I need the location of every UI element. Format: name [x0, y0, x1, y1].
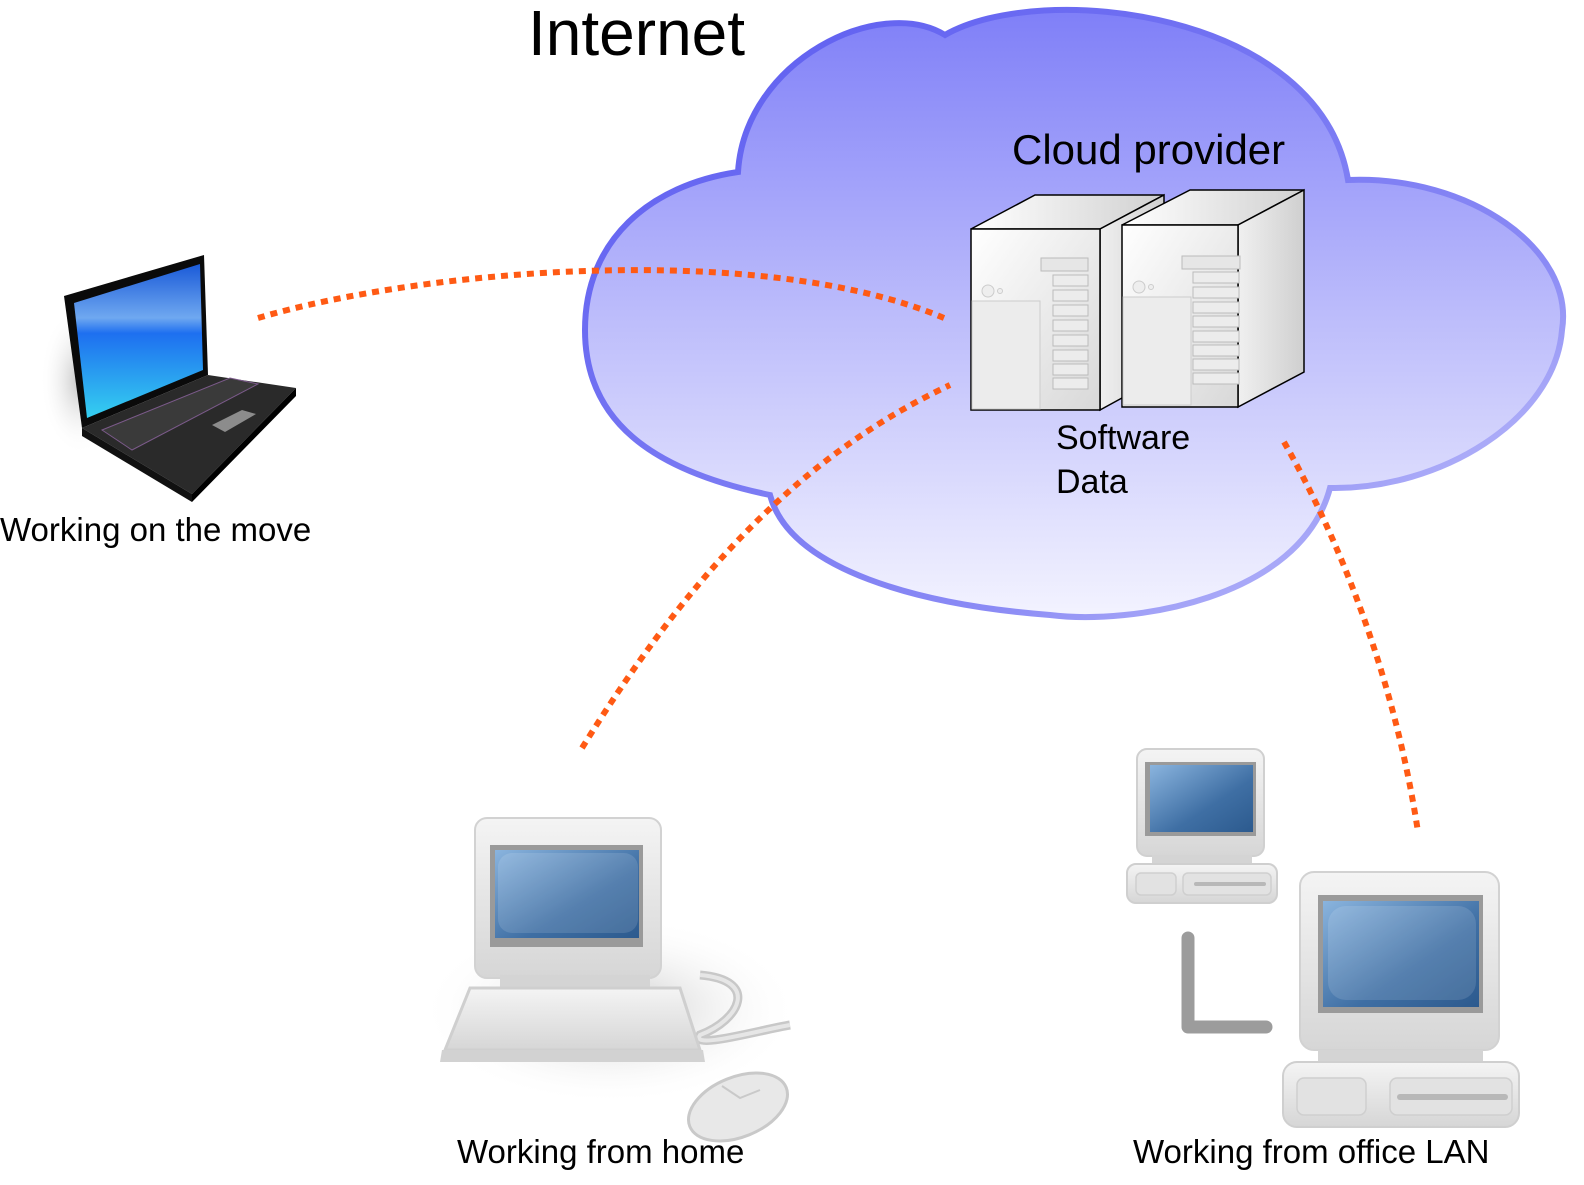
node-label-laptop: Working on the move: [0, 511, 312, 548]
server-rack-icon: [970, 188, 1305, 412]
connection-office-to-cloud: [1281, 440, 1421, 833]
connections: [257, 267, 1421, 833]
cloud-content-software: Software: [1056, 419, 1191, 457]
server-icon: [1121, 188, 1305, 409]
node-label-office: Working from office LAN: [1133, 1133, 1490, 1170]
server-icon: [970, 193, 1165, 412]
node-label-home: Working from home: [457, 1133, 745, 1170]
cloud-contents: Software Data: [1056, 416, 1190, 504]
connection-laptop-to-cloud: [257, 267, 946, 321]
cloud-content-data: Data: [1056, 463, 1128, 501]
laptop-icon: [40, 255, 296, 502]
internet-title: Internet: [528, 0, 746, 69]
networked-computers-icon: [1126, 748, 1520, 1128]
cloud-provider-label: Cloud provider: [1012, 126, 1286, 173]
desktop-computer-with-mouse-icon: [420, 817, 800, 1143]
